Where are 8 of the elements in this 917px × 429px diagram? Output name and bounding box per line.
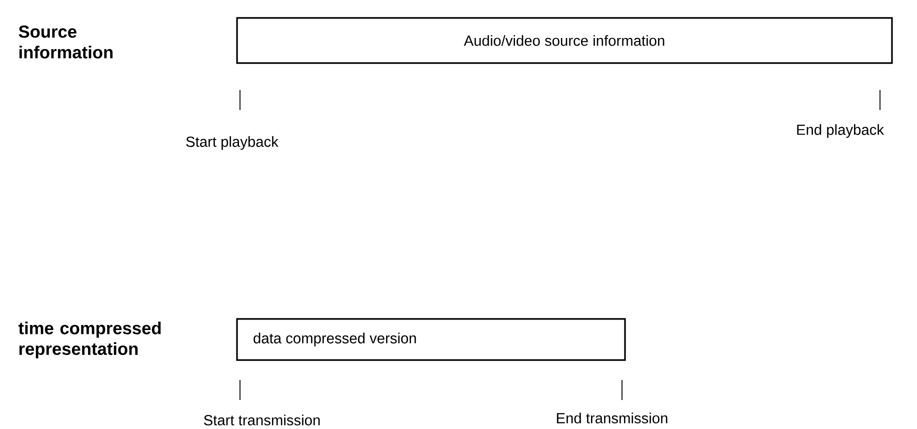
- row-heading: time compressed representation: [18, 322, 161, 358]
- row-heading: Source information: [18, 26, 113, 58]
- tick-label: End playback: [797, 124, 884, 138]
- tick-label: Start playback: [186, 136, 278, 150]
- timeline-box: data compressed version: [236, 318, 626, 361]
- tick-label: End transmission: [556, 412, 668, 424]
- timeline-box: Audio/video source information: [236, 17, 893, 64]
- tick-label: Start transmission: [204, 414, 320, 426]
